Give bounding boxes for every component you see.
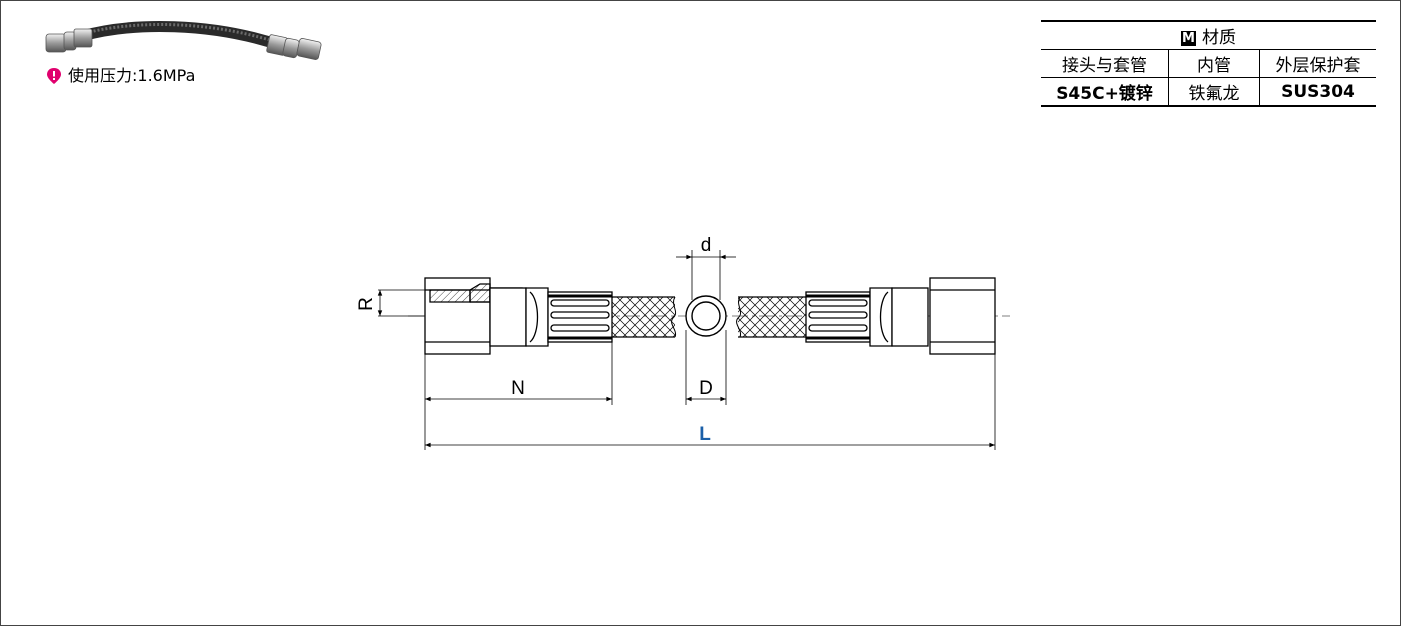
dim-d [676,250,736,300]
right-braid [738,297,806,337]
dim-N [424,342,613,450]
right-fitting-drawing [805,277,996,355]
header-outer-sheath: 外层保护套 [1259,49,1376,78]
label-d: d [701,235,712,256]
header-fitting: 接头与套管 [1041,49,1169,78]
value-fitting: S45C+镀锌 [1041,77,1169,107]
hose-cross-section [685,295,727,337]
material-icon: M [1181,31,1196,46]
left-fitting [45,28,93,53]
pressure-note: 使用压力:1.6MPa [46,66,195,86]
hose-photo [45,21,322,60]
header-inner-tube: 内管 [1168,49,1260,78]
label-N: N [511,378,525,399]
label-R: R [356,297,377,311]
left-fitting-drawing [424,277,613,355]
dim-L [424,354,996,450]
left-braid [612,297,675,337]
dim-R [377,289,470,317]
location-pin-icon [47,68,61,84]
pressure-text: 使用压力:1.6MPa [68,66,196,85]
label-D: D [699,378,713,399]
value-outer-sheath: SUS304 [1259,77,1376,107]
label-L: L [699,424,711,445]
dim-D [685,330,727,405]
value-inner-tube: 铁氟龙 [1168,77,1260,107]
right-fitting [266,34,322,60]
